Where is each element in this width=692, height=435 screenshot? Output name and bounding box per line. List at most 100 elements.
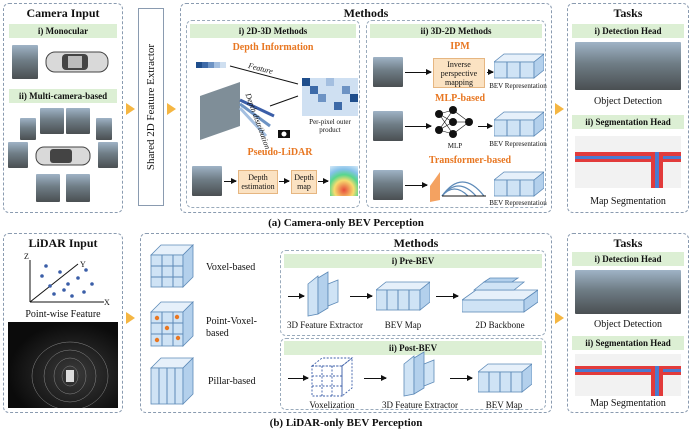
map-segmentation-image bbox=[575, 136, 681, 188]
arrow-icon bbox=[555, 312, 564, 324]
axis-y-label: Y bbox=[80, 260, 86, 269]
point-cloud-axes bbox=[29, 260, 104, 303]
camera-segmentation-head: ii) Segmentation Head bbox=[572, 115, 684, 129]
mono-image-1 bbox=[12, 45, 38, 79]
ipm-image bbox=[373, 57, 403, 87]
lidar-tasks-title: Tasks bbox=[613, 236, 643, 250]
lidar-tasks-panel bbox=[567, 233, 689, 413]
shared-extractor-label: Shared 2D Feature Extractor bbox=[145, 43, 157, 171]
depth-feature-diagram bbox=[196, 62, 358, 140]
fe3d-icon-1 bbox=[307, 271, 339, 317]
transformer-label: Transformer-based bbox=[428, 155, 512, 166]
arrow-icon bbox=[279, 178, 290, 184]
arrow-icon bbox=[405, 182, 428, 188]
car-top-icon bbox=[45, 51, 109, 73]
voxelization-label: Voxelization bbox=[309, 400, 355, 410]
monocular-label: i) Monocular bbox=[9, 24, 117, 38]
depth-estimation-box: Depth estimation bbox=[238, 170, 278, 194]
camera-input-panel bbox=[3, 3, 123, 213]
transformer-image bbox=[373, 170, 403, 200]
lidar-input-panel bbox=[3, 233, 123, 413]
pre-bev-label: i) Pre-BEV bbox=[284, 254, 542, 268]
camera-caption: (a) Camera-only BEV Perception bbox=[268, 217, 424, 229]
bev-map-label-1: BEV Map bbox=[384, 320, 422, 330]
depth-info-label: Depth Information bbox=[232, 42, 314, 53]
depth-map-box: Depth map bbox=[291, 170, 317, 194]
post-bev-panel bbox=[280, 338, 546, 410]
axis-x-label: X bbox=[104, 298, 110, 307]
lidar-scan-image bbox=[8, 322, 118, 411]
method-2d3d-label: i) 2D-3D Methods bbox=[190, 24, 356, 38]
fe3d-label-1: 3D Feature Extractor bbox=[287, 320, 363, 330]
bev-map-label-2: BEV Map bbox=[485, 400, 523, 410]
point-voxel-grid bbox=[150, 301, 194, 347]
camera-input-title: Camera Input bbox=[26, 6, 100, 20]
axis-z-label: Z bbox=[24, 252, 29, 261]
lidar-map-segmentation-label: Map Segmentation bbox=[590, 398, 666, 409]
mlp-based-label: MLP-based bbox=[435, 93, 485, 104]
multi-image-5 bbox=[8, 142, 28, 168]
detection-image bbox=[575, 42, 681, 90]
multi-image-7 bbox=[36, 174, 60, 202]
arrow-icon bbox=[555, 103, 564, 115]
lidar-rings bbox=[31, 341, 109, 411]
arrow-icon bbox=[126, 103, 135, 115]
arrow-icon bbox=[288, 375, 309, 381]
multi-image-6 bbox=[98, 142, 118, 168]
bev-rep-label-1: BEV Representation bbox=[489, 82, 547, 90]
arrow-icon bbox=[436, 293, 459, 299]
bev-rep-label-2: BEV Representation bbox=[489, 140, 547, 148]
bev-rep-label-3: BEV Representation bbox=[489, 199, 547, 207]
mlp-image bbox=[373, 111, 403, 141]
bev-map-icon-1 bbox=[376, 281, 430, 311]
multi-image-2 bbox=[66, 108, 90, 134]
lidar-object-detection-label: Object Detection bbox=[593, 319, 663, 330]
fe3d-icon-2 bbox=[403, 351, 435, 397]
arrow-icon bbox=[405, 69, 432, 75]
camera-tasks-panel bbox=[567, 3, 689, 213]
car-top-icon-2 bbox=[35, 146, 91, 166]
multi-image-3 bbox=[20, 118, 36, 140]
lidar-detection-head: i) Detection Head bbox=[572, 252, 684, 266]
bev-cube-2 bbox=[494, 111, 544, 137]
lidar-methods-title: Methods bbox=[393, 236, 439, 250]
method-3d2d-panel bbox=[366, 20, 546, 208]
bev-map-icon-2 bbox=[478, 363, 532, 393]
camera-object-detection-label: Object Detection bbox=[593, 96, 663, 107]
voxelization-icon bbox=[310, 357, 354, 397]
arrow-icon bbox=[405, 123, 432, 129]
backbone-icon bbox=[462, 277, 538, 313]
mlp-network-icon bbox=[435, 106, 473, 138]
multi-image-1 bbox=[40, 108, 64, 134]
lidar-segmentation-head: ii) Segmentation Head bbox=[572, 336, 684, 350]
pseudo-input-image bbox=[192, 166, 222, 196]
multi-camera-label: ii) Multi-camera-based bbox=[9, 89, 117, 103]
post-bev-label: ii) Post-BEV bbox=[284, 341, 542, 355]
camera-methods-panel bbox=[180, 3, 552, 213]
lidar-map-segmentation-image bbox=[575, 354, 681, 396]
arrow-icon bbox=[224, 178, 237, 184]
multi-image-8 bbox=[66, 174, 90, 202]
lidar-methods-panel bbox=[140, 233, 552, 413]
arrow-icon bbox=[318, 178, 329, 184]
camera-methods-title: Methods bbox=[343, 6, 389, 20]
method-3d2d-label: ii) 3D-2D Methods bbox=[370, 24, 542, 38]
bev-cube-1 bbox=[494, 53, 544, 79]
arrow-icon bbox=[364, 375, 387, 381]
camera-tasks-title: Tasks bbox=[613, 6, 643, 20]
lidar-input-title: LiDAR Input bbox=[28, 236, 98, 250]
arrow-icon bbox=[450, 375, 473, 381]
camera-detection-head: i) Detection Head bbox=[572, 24, 684, 38]
voxel-based-label: Voxel-based bbox=[206, 262, 256, 273]
arrow-icon bbox=[126, 312, 135, 324]
pseudo-lidar-label: Pseudo-LiDAR bbox=[247, 147, 313, 158]
ipm-label: IPM bbox=[450, 41, 470, 52]
multi-image-4 bbox=[96, 118, 112, 140]
method-2d3d-panel bbox=[186, 20, 360, 208]
pointwise-feature-label: Point-wise Feature bbox=[25, 309, 101, 320]
bev-cube-3 bbox=[494, 171, 544, 197]
mlp-label: MLP bbox=[447, 142, 463, 150]
arrow-icon bbox=[167, 103, 176, 115]
arrow-icon bbox=[288, 293, 305, 299]
point-voxel-label: Point-Voxel-based bbox=[206, 316, 257, 339]
